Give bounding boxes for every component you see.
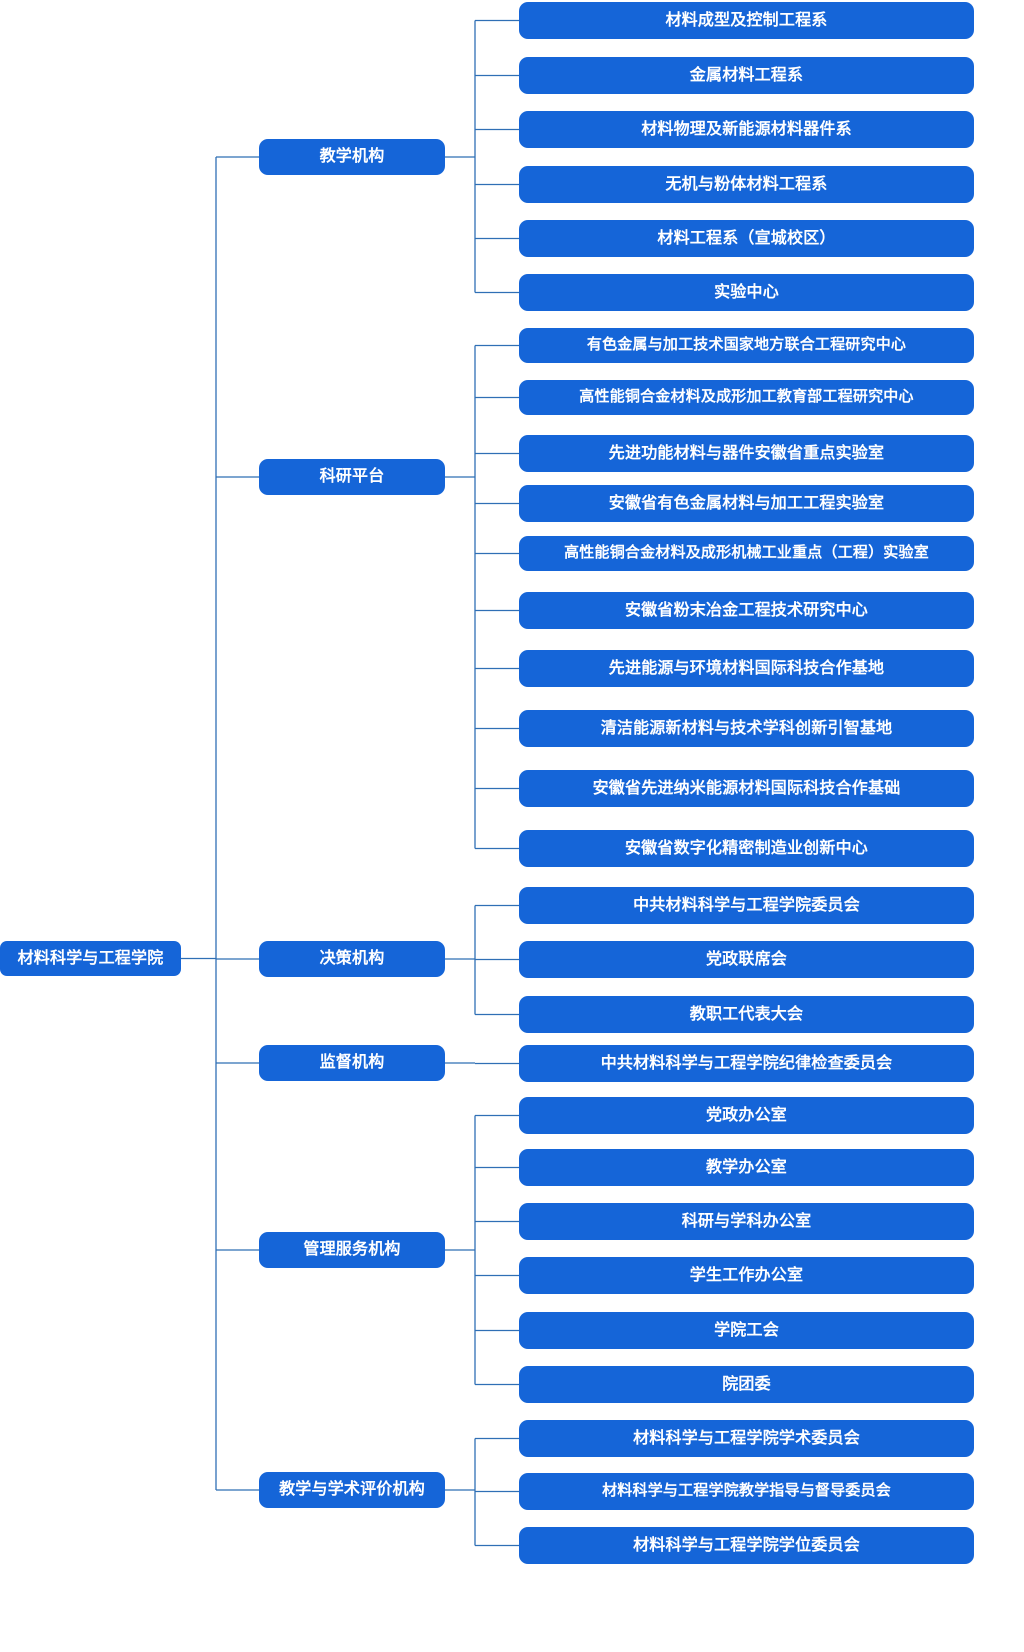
root-node[interactable]: 材料科学与工程学院 (0, 941, 181, 976)
leaf-node[interactable]: 安徽省有色金属材料与加工工程实验室 (519, 485, 974, 522)
leaf-node[interactable]: 党政办公室 (519, 1097, 974, 1134)
category-node-research-platform[interactable]: 科研平台 (259, 459, 445, 495)
leaf-node[interactable]: 教职工代表大会 (519, 996, 974, 1033)
leaf-node[interactable]: 中共材料科学与工程学院纪律检查委员会 (519, 1045, 974, 1082)
leaf-node[interactable]: 材料科学与工程学院学术委员会 (519, 1420, 974, 1457)
leaf-node[interactable]: 党政联席会 (519, 941, 974, 978)
category-node-academic-evaluation[interactable]: 教学与学术评价机构 (259, 1472, 445, 1508)
leaf-node[interactable]: 先进功能材料与器件安徽省重点实验室 (519, 435, 974, 472)
leaf-node[interactable]: 材料科学与工程学院学位委员会 (519, 1527, 974, 1564)
leaf-node[interactable]: 院团委 (519, 1366, 974, 1403)
leaf-node[interactable]: 有色金属与加工技术国家地方联合工程研究中心 (519, 328, 974, 363)
leaf-node[interactable]: 高性能铜合金材料及成形加工教育部工程研究中心 (519, 380, 974, 415)
leaf-node[interactable]: 安徽省数字化精密制造业创新中心 (519, 830, 974, 867)
leaf-node[interactable]: 材料工程系（宣城校区） (519, 220, 974, 257)
leaf-node[interactable]: 高性能铜合金材料及成形机械工业重点（工程）实验室 (519, 536, 974, 571)
leaf-node[interactable]: 安徽省粉末冶金工程技术研究中心 (519, 592, 974, 629)
leaf-node[interactable]: 教学办公室 (519, 1149, 974, 1186)
leaf-node[interactable]: 先进能源与环境材料国际科技合作基地 (519, 650, 974, 687)
leaf-node[interactable]: 清洁能源新材料与技术学科创新引智基地 (519, 710, 974, 747)
leaf-node[interactable]: 材料科学与工程学院教学指导与督导委员会 (519, 1473, 974, 1510)
category-node-supervision[interactable]: 监督机构 (259, 1045, 445, 1081)
category-node-teaching[interactable]: 教学机构 (259, 139, 445, 175)
category-node-decision[interactable]: 决策机构 (259, 941, 445, 977)
leaf-node[interactable]: 学生工作办公室 (519, 1257, 974, 1294)
leaf-node[interactable]: 材料物理及新能源材料器件系 (519, 111, 974, 148)
leaf-node[interactable]: 安徽省先进纳米能源材料国际科技合作基础 (519, 770, 974, 807)
leaf-node[interactable]: 无机与粉体材料工程系 (519, 166, 974, 203)
category-node-management-service[interactable]: 管理服务机构 (259, 1232, 445, 1268)
leaf-node[interactable]: 金属材料工程系 (519, 57, 974, 94)
leaf-node[interactable]: 材料成型及控制工程系 (519, 2, 974, 39)
leaf-node[interactable]: 学院工会 (519, 1312, 974, 1349)
leaf-node[interactable]: 科研与学科办公室 (519, 1203, 974, 1240)
leaf-node[interactable]: 中共材料科学与工程学院委员会 (519, 887, 974, 924)
leaf-node[interactable]: 实验中心 (519, 274, 974, 311)
